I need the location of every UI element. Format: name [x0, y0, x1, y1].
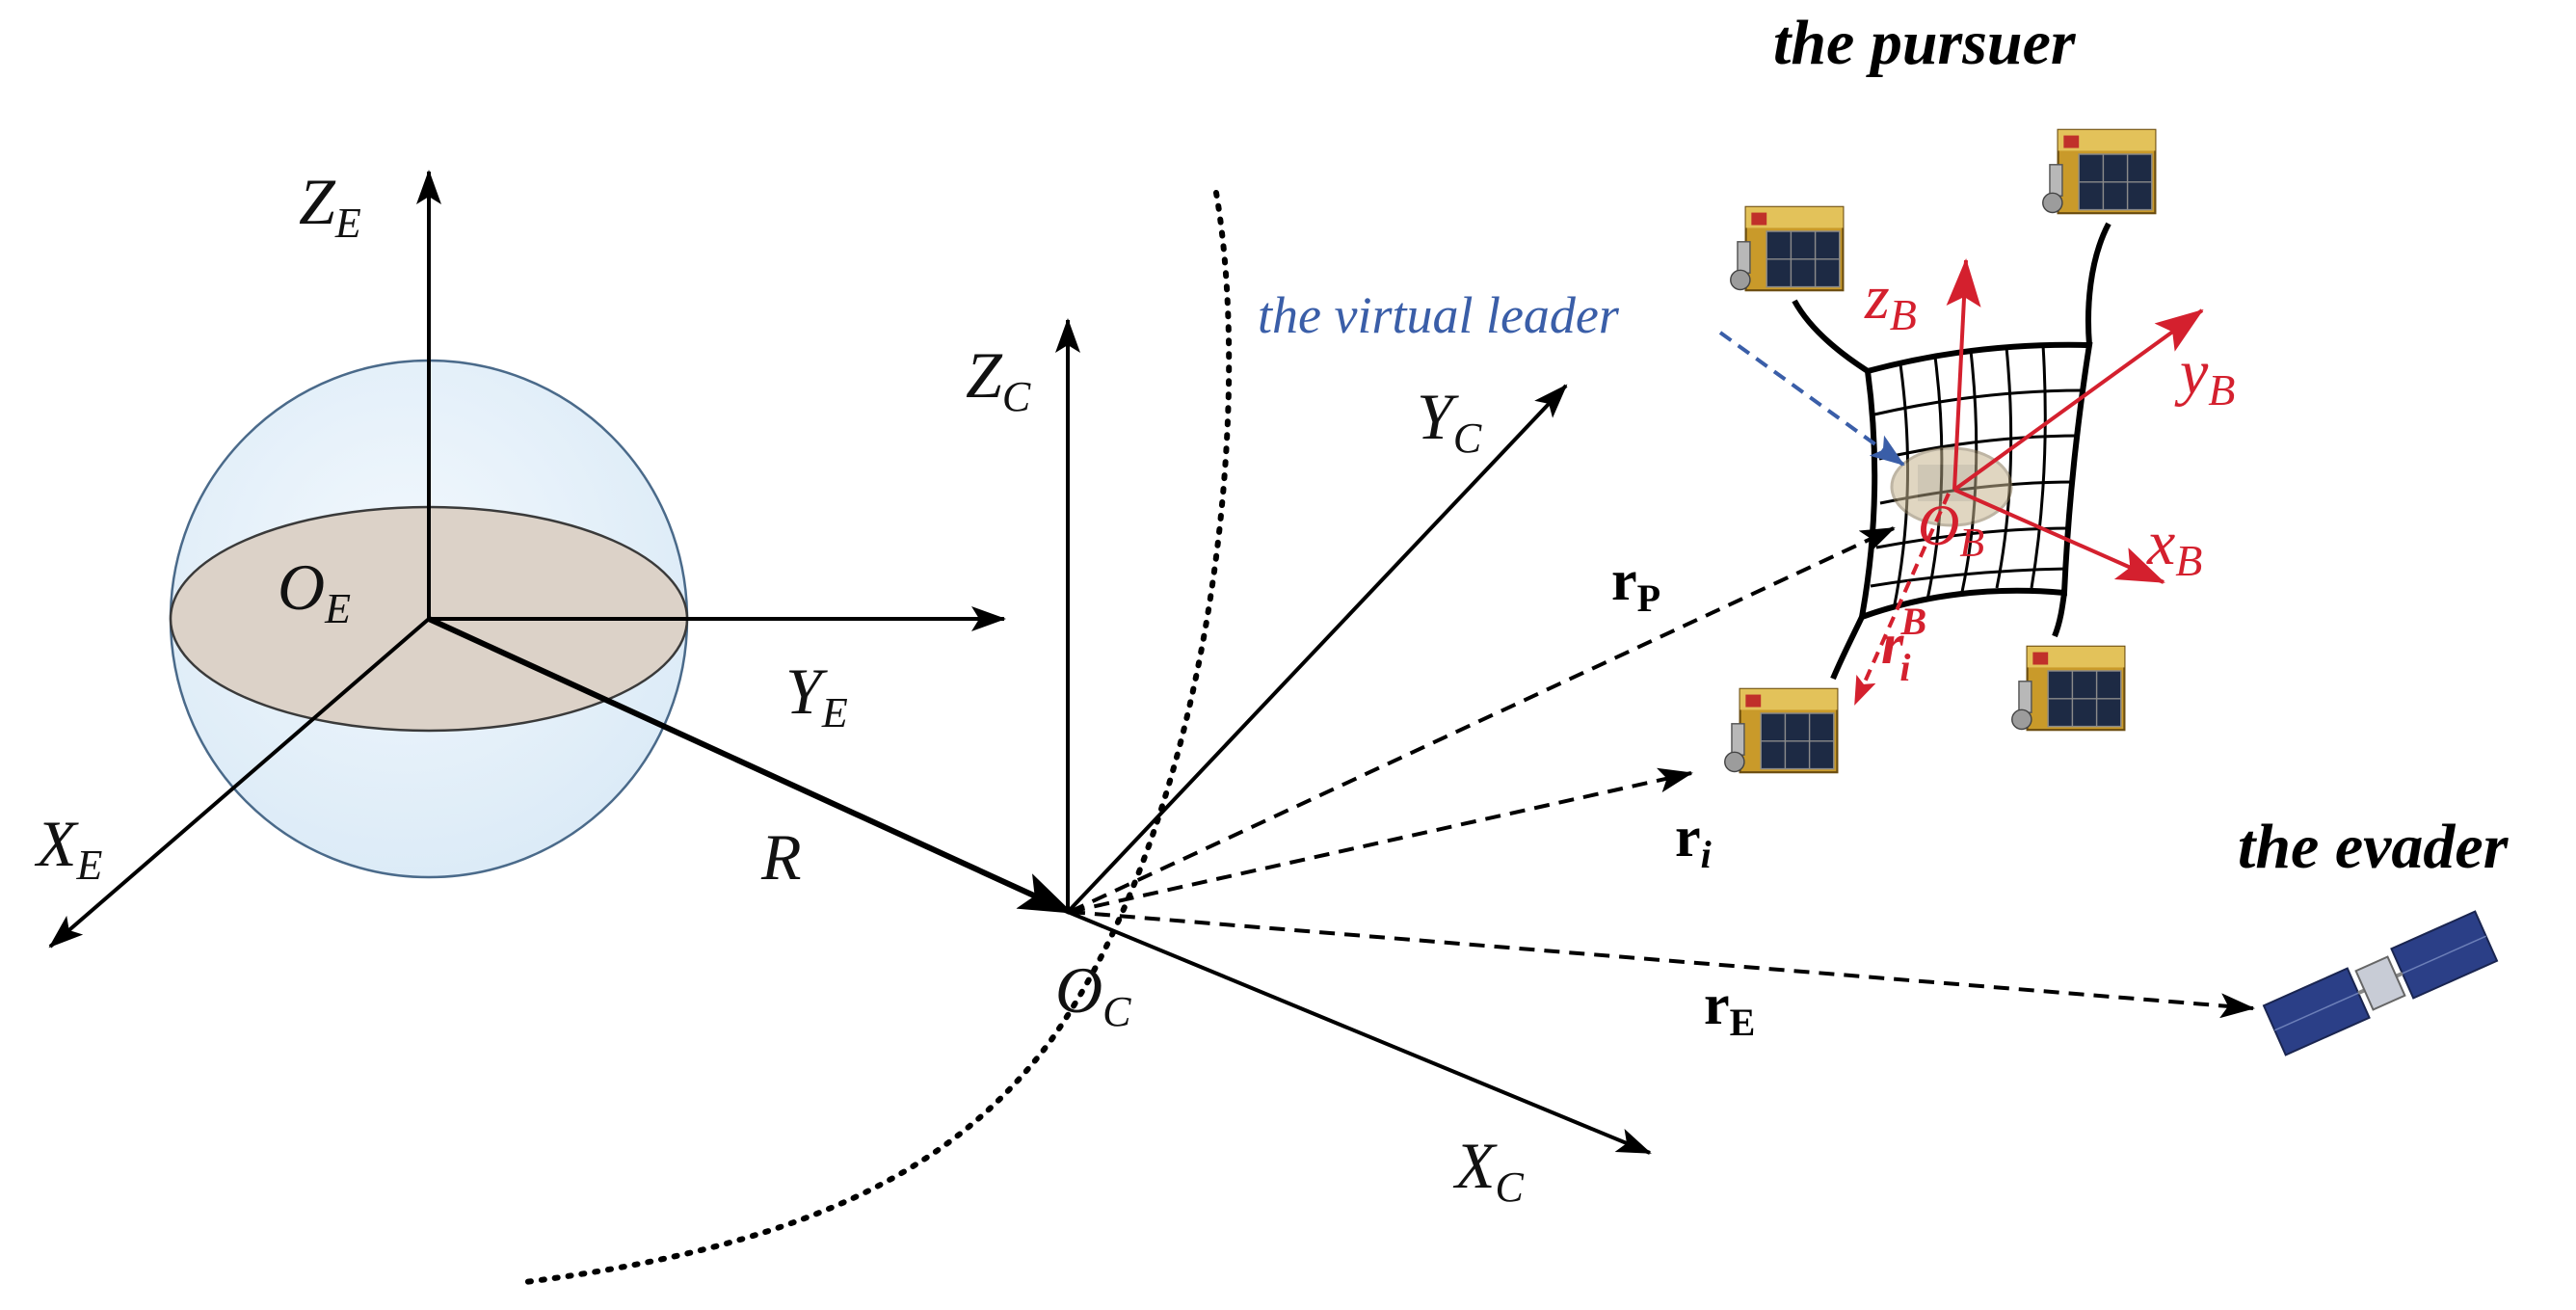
tether-top-left [1792, 299, 1870, 374]
label-z-e: ZE [299, 165, 361, 247]
pursuer-satellite-top-left [1729, 205, 1845, 292]
label-r-i: ri [1675, 805, 1712, 876]
pursuer-satellite-top-right [2041, 128, 2157, 215]
label-o-c: OC [1055, 953, 1131, 1035]
z-b-axis [1946, 258, 1981, 491]
label-R: R [760, 820, 802, 894]
evader-satellite [2262, 910, 2499, 1056]
label-r-i-b: riB [1881, 600, 1926, 689]
tether-bottom-left [1830, 615, 1865, 681]
tether-bottom-right [2052, 592, 2067, 638]
virtual-leader-pointer [1718, 331, 1905, 467]
tether-top-right [2085, 222, 2111, 346]
orbit-arc [522, 190, 1233, 1285]
body-frame: zB yB xB OB riB [1853, 258, 2235, 706]
vector-r-i [1069, 767, 1693, 914]
label-r-p: rP [1611, 548, 1660, 620]
vector-r-e [1069, 910, 2255, 1019]
pursuer-satellite-bottom-right [2010, 645, 2126, 732]
label-x-e: XE [34, 807, 103, 889]
label-virtual-leader: the virtual leader [1258, 286, 1620, 344]
vector-R [427, 616, 1074, 915]
pursuer-satellite-bottom-left [1723, 687, 1839, 774]
label-o-e: OE [278, 550, 351, 632]
label-y-e: YE [785, 655, 848, 736]
label-o-b: OB [1918, 494, 1984, 566]
label-y-b: yB [2174, 337, 2235, 414]
y-c-axis [1066, 384, 1568, 914]
label-z-b: zB [1864, 262, 1917, 339]
x-e-axis [48, 617, 431, 949]
vector-r-p [1069, 526, 1896, 914]
label-y-c: YC [1417, 380, 1482, 462]
x-c-axis [1067, 910, 1652, 1155]
label-r-e: rE [1704, 973, 1755, 1044]
orbit-frame: ZC YC OC XC [966, 318, 1652, 1211]
title-pursuer: the pursuer [1773, 8, 2077, 78]
earth-frame: ZE OE YE XE [34, 165, 1006, 949]
x-b-axis [1953, 488, 2165, 584]
y-b-axis [1952, 308, 2204, 492]
label-x-b: xB [2146, 508, 2202, 585]
label-z-c: ZC [966, 338, 1031, 420]
label-x-c: XC [1452, 1129, 1525, 1211]
title-evader: the evader [2238, 812, 2510, 882]
